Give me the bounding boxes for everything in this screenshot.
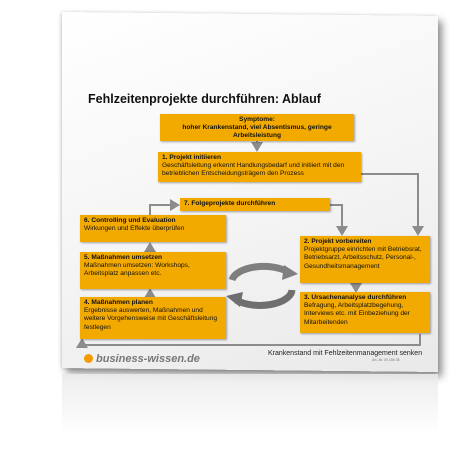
arrow-step1-to-step2: [361, 173, 424, 236]
symptoms-box: Symptome: hoher Krankenstand, viel Absen…: [160, 114, 354, 141]
step5-heading: 5. Maßnahmen umsetzen: [84, 254, 163, 261]
step4-heading: 4. Maßnahmen planen: [84, 299, 153, 306]
diagram-title: Fehlzeitenprojekte durchführen: Ablauf: [88, 92, 321, 106]
step2-box: 2. Projekt vorbereiten Projektgruppe ein…: [300, 236, 430, 283]
brand-logo: business-wissen.de: [84, 353, 200, 365]
step6-text: Wirkungen und Effekte überprüfen: [84, 225, 185, 233]
step6-heading: 6. Controlling und Evaluation: [84, 217, 176, 224]
step3-heading: 3. Ursachenanalyse durchführen: [304, 294, 407, 301]
article-number: Art.-Nr. 00 156 05: [372, 358, 400, 362]
step5-box: 5. Maßnahmen umsetzen Maßnahmen umsetzen…: [80, 252, 226, 289]
symptoms-heading: Symptome:: [239, 116, 275, 123]
step1-text: Geschäftsleitung erkennt Handlungsbedarf…: [162, 162, 345, 178]
symptoms-text: hoher Krankenstand, viel Absentismus, ge…: [182, 124, 332, 140]
step7-box: 7. Folgeprojekte durchführen: [180, 198, 330, 211]
step6-box: 6. Controlling und Evaluation Wirkungen …: [80, 215, 226, 242]
step2-text: Projektgruppe einrichten mit Betriebsrat…: [304, 246, 422, 270]
step4-text: Ergebnisse auswerten, Maßnahmen und weit…: [84, 307, 218, 331]
arrow-step6-to-step7: [149, 199, 180, 215]
cycle-icon: [226, 262, 298, 309]
page-reflection: [62, 374, 438, 434]
brand-logo-text: business-wissen.de: [96, 353, 200, 365]
brand-dot-icon: [84, 354, 93, 363]
step1-heading: 1. Projekt initiieren: [162, 154, 221, 161]
step7-heading: 7. Folgeprojekte durchführen: [184, 200, 276, 207]
step3-text: Befragung, Arbeitsplatzbegehung, Intervi…: [304, 302, 410, 326]
step5-text: Maßnahmen umsetzen: Workshops, Arbeitspl…: [84, 262, 190, 278]
step1-box: 1. Projekt initiieren Geschäftsleitung e…: [158, 152, 361, 182]
step4-box: 4. Maßnahmen planen Ergebnisse auswerten…: [80, 297, 226, 339]
step3-box: 3. Ursachenanalyse durchführen Befragung…: [300, 292, 430, 333]
footer-caption: Krankenstand mit Fehlzeitenmanagement se…: [268, 350, 423, 357]
arrow-step3-to-step4: [76, 334, 421, 348]
step2-heading: 2. Projekt vorbereiten: [304, 238, 372, 245]
arrow-step7-to-step2: [330, 204, 348, 236]
